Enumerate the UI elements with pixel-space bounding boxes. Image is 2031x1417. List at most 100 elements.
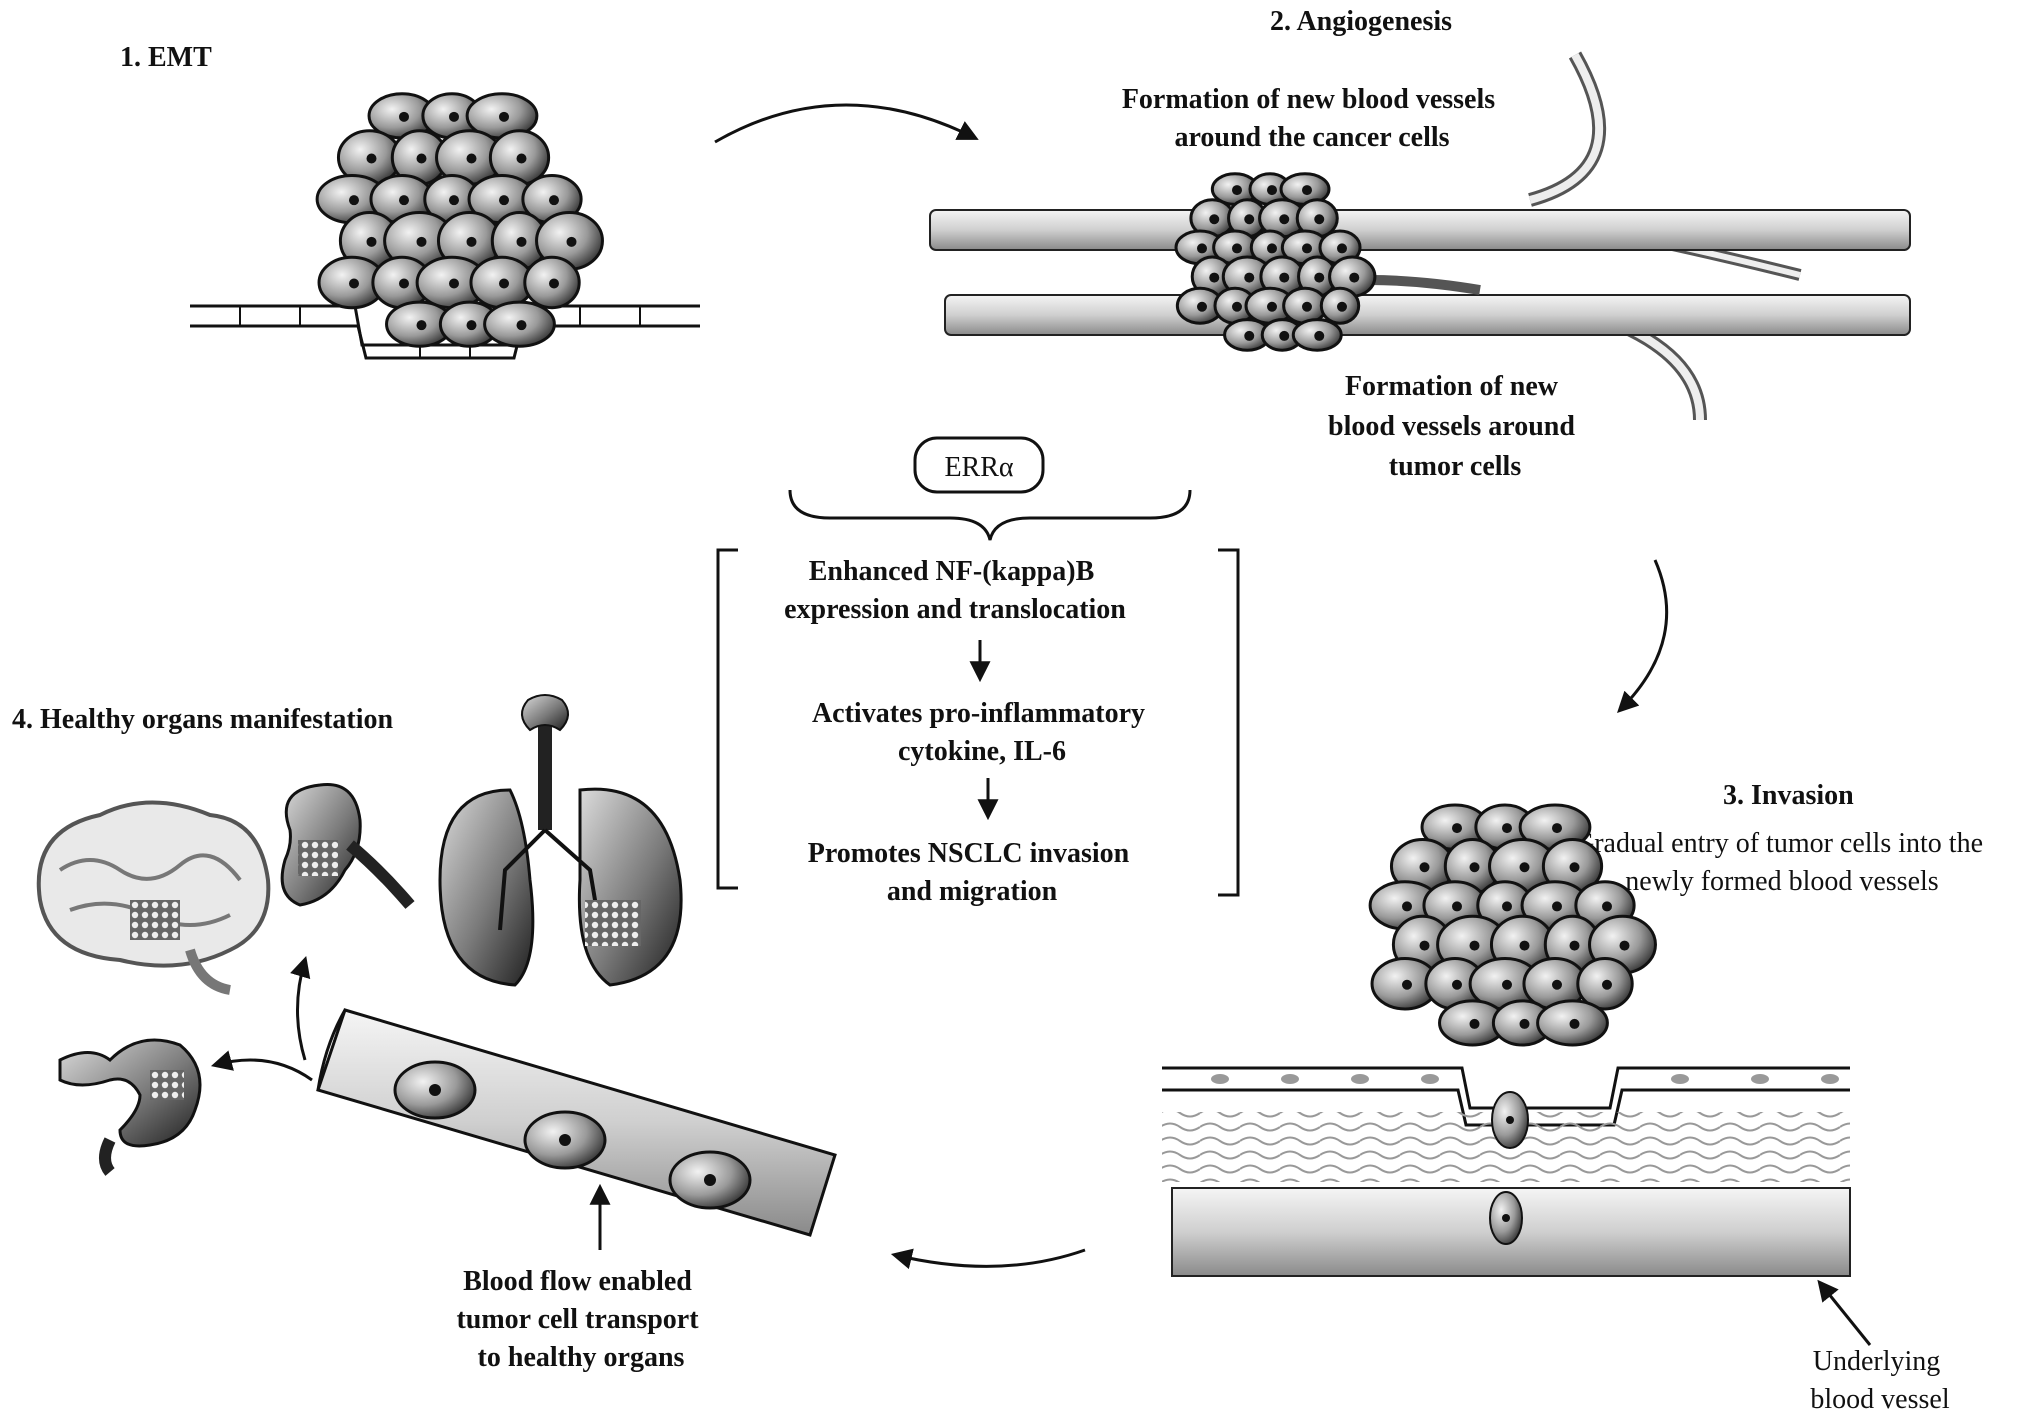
cell-nucleus bbox=[1402, 979, 1412, 990]
cell-nucleus bbox=[1314, 330, 1325, 341]
cell-nucleus bbox=[1244, 330, 1255, 341]
invasion-tissue bbox=[1162, 1066, 1851, 1277]
cell-nucleus bbox=[399, 195, 409, 206]
angiogenesis-caption-bottom: Formation of new blood vessels around tu… bbox=[1328, 371, 1582, 482]
cell-nucleus bbox=[1279, 214, 1290, 225]
mechanism-bracket-left bbox=[716, 548, 738, 890]
invasion-title: 3. Invasion bbox=[1723, 780, 1854, 811]
cell-nucleus bbox=[1469, 1018, 1480, 1029]
invasion-caption: Gradual entry of tumor cells into the ne… bbox=[1574, 828, 1990, 897]
cell-nucleus bbox=[1314, 272, 1325, 283]
cell-nucleus bbox=[1349, 272, 1360, 283]
cell-nucleus bbox=[1502, 901, 1512, 912]
cell-nucleus bbox=[349, 195, 359, 206]
mechanism-panel: ERRα Enhanced NF-(kappa)B expression and… bbox=[716, 436, 1240, 907]
emt-tumor-cluster bbox=[315, 92, 604, 348]
cell-nucleus bbox=[1569, 940, 1580, 951]
cell-nucleus bbox=[549, 195, 559, 206]
cell-nucleus bbox=[1232, 185, 1242, 196]
cell-nucleus bbox=[1419, 940, 1430, 951]
cell-nucleus bbox=[1279, 330, 1290, 341]
organs-panel: 4. Healthy organs manifestation bbox=[12, 694, 837, 1373]
cell-nucleus bbox=[1337, 301, 1347, 312]
cell-nucleus bbox=[499, 278, 509, 289]
cell-nucleus bbox=[1244, 214, 1255, 225]
mechanism-step-2: Activates pro-inflammatory cytokine, IL-… bbox=[812, 698, 1152, 767]
mechanism-step-1: Enhanced NF-(kappa)B expression and tran… bbox=[784, 556, 1126, 625]
cell-nucleus bbox=[1337, 243, 1347, 254]
stomach-icon bbox=[58, 1038, 202, 1176]
cell-nucleus bbox=[416, 320, 427, 331]
cell-nucleus bbox=[1452, 979, 1462, 990]
cell-nucleus bbox=[399, 278, 409, 289]
cell-nucleus bbox=[466, 153, 477, 164]
angiogenesis-vessels bbox=[929, 51, 1911, 421]
cell-nucleus bbox=[1502, 979, 1512, 990]
angiogenesis-title: 2. Angiogenesis bbox=[1270, 6, 1452, 37]
cell-nucleus bbox=[1314, 214, 1325, 225]
cell-nucleus bbox=[1569, 1018, 1580, 1029]
cell-nucleus bbox=[1267, 301, 1277, 312]
vessel-label: Underlying blood vessel bbox=[1810, 1346, 1949, 1415]
cell-nucleus bbox=[1244, 272, 1255, 283]
cell-nucleus bbox=[1232, 301, 1242, 312]
cell-nucleus bbox=[1552, 901, 1562, 912]
cell-nucleus bbox=[1302, 243, 1312, 254]
cell-nucleus bbox=[449, 278, 459, 289]
vessel-pointer-arrow bbox=[1817, 1279, 1872, 1346]
cell-nucleus bbox=[449, 195, 459, 206]
emt-title: 1. EMT bbox=[120, 42, 212, 73]
cell-nucleus bbox=[1519, 862, 1530, 873]
brain-icon bbox=[36, 800, 271, 995]
cell-nucleus bbox=[366, 236, 377, 247]
cell-nucleus bbox=[1209, 272, 1220, 283]
cell-nucleus bbox=[1602, 901, 1612, 912]
cell-nucleus bbox=[1569, 862, 1580, 873]
cell-nucleus bbox=[1232, 243, 1242, 254]
cell-nucleus bbox=[566, 236, 577, 247]
cell-nucleus bbox=[466, 236, 477, 247]
transport-vessel bbox=[316, 1008, 837, 1237]
cell-nucleus bbox=[1519, 1018, 1530, 1029]
cell-nucleus bbox=[1469, 862, 1480, 873]
cell-nucleus bbox=[1279, 272, 1290, 283]
cell-nucleus bbox=[499, 195, 509, 206]
cell-nucleus bbox=[466, 320, 477, 331]
cell-nucleus bbox=[1197, 301, 1207, 312]
arrow-invasion-to-organs bbox=[890, 1248, 1086, 1270]
arrow-angiogenesis-to-invasion bbox=[1617, 559, 1669, 713]
cell-nucleus bbox=[1302, 301, 1312, 312]
cell-nucleus bbox=[1452, 901, 1462, 912]
organs-title: 4. Healthy organs manifestation bbox=[12, 704, 394, 735]
cell-nucleus bbox=[499, 111, 509, 122]
lungs-icon bbox=[438, 694, 683, 987]
angiogenesis-caption-top: Formation of new blood vessels around th… bbox=[1122, 84, 1502, 153]
receptor-box bbox=[913, 436, 1045, 494]
cell-nucleus bbox=[1552, 823, 1562, 834]
cell-nucleus bbox=[366, 153, 377, 164]
cell-nucleus bbox=[349, 278, 359, 289]
cell-nucleus bbox=[516, 153, 527, 164]
mechanism-brace bbox=[788, 489, 1192, 541]
arrow-to-kidney bbox=[290, 955, 311, 1061]
cell-nucleus bbox=[1267, 185, 1277, 196]
arrow-emt-to-angiogenesis bbox=[714, 103, 979, 144]
cell-nucleus bbox=[1419, 862, 1430, 873]
cell-nucleus bbox=[1619, 940, 1630, 951]
angiogenesis-panel: 2. Angiogenesis Formation of new blood v… bbox=[929, 6, 1911, 482]
transported-tumor-cells bbox=[393, 1060, 752, 1210]
arrow-to-stomach bbox=[210, 1050, 313, 1082]
invasion-panel: 3. Invasion Gradual entry of tumor cells… bbox=[1162, 780, 1990, 1415]
cell-nucleus bbox=[1402, 901, 1412, 912]
cell-nucleus bbox=[516, 236, 527, 247]
cell-nucleus bbox=[1602, 979, 1612, 990]
cell-nucleus bbox=[1469, 940, 1480, 951]
cell-nucleus bbox=[549, 278, 559, 289]
cell-nucleus bbox=[1552, 979, 1562, 990]
angiogenesis-tumor-cluster bbox=[1174, 172, 1377, 352]
mechanism-bracket-right bbox=[1218, 548, 1240, 897]
invasion-tumor-cluster bbox=[1368, 803, 1657, 1047]
cell-nucleus bbox=[1267, 243, 1277, 254]
cell-nucleus bbox=[1197, 243, 1207, 254]
